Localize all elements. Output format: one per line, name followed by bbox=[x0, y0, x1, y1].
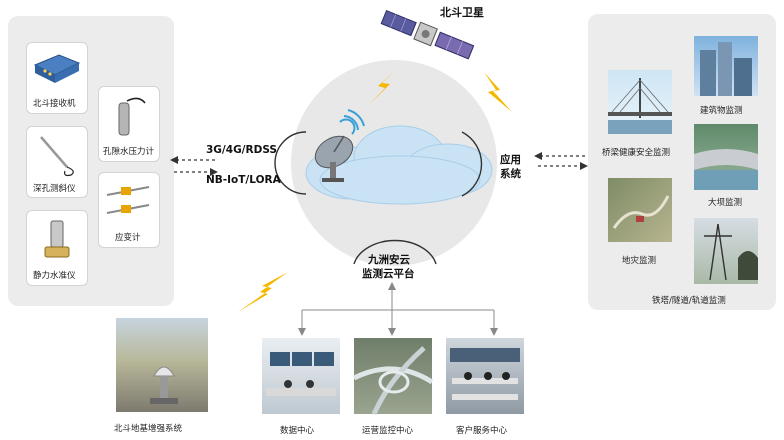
station-label: 北斗地基增强系统 bbox=[114, 424, 183, 434]
monitoring-label: 大坝监测 bbox=[708, 198, 743, 208]
sensor-label: 应变计 bbox=[115, 233, 141, 243]
lightning-icon bbox=[238, 272, 288, 312]
tower-icon bbox=[704, 223, 758, 281]
satellite-icon bbox=[380, 9, 475, 60]
center-label: 客户服务中心 bbox=[456, 426, 508, 436]
sensor-card-strain-gauge: 应变计 bbox=[98, 172, 160, 248]
station-dome-icon bbox=[150, 366, 178, 404]
sensor-card-inclinometer: 深孔测斜仪 bbox=[26, 126, 88, 198]
sensor-label: 深孔测斜仪 bbox=[33, 184, 76, 194]
monitoring-label: 地灾监测 bbox=[622, 256, 657, 266]
bridge-icon bbox=[608, 78, 672, 134]
lightning-icon bbox=[484, 72, 512, 112]
sensor-label: 孔隙水压力计 bbox=[103, 147, 155, 157]
level-gauge-icon bbox=[44, 220, 70, 258]
sensor-card-piezometer: 孔隙水压力计 bbox=[98, 86, 160, 162]
service-center-icon bbox=[450, 348, 520, 400]
center-label: 数据中心 bbox=[280, 426, 315, 436]
data-center-photo bbox=[262, 338, 340, 414]
data-center-icon bbox=[266, 352, 336, 396]
apps-label-top: 应用 bbox=[500, 154, 521, 166]
platform-arc bbox=[353, 239, 437, 265]
landslide-photo bbox=[608, 178, 672, 242]
sensor-label: 静力水准仪 bbox=[33, 271, 76, 281]
monitoring-label: 建筑物监测 bbox=[700, 106, 743, 116]
satellite-label: 北斗卫星 bbox=[440, 6, 484, 19]
center-label: 运营监控中心 bbox=[362, 426, 414, 436]
strain-gauge-icon bbox=[106, 186, 150, 214]
right-bidirectional-arrow bbox=[534, 152, 588, 170]
dish-antenna-icon bbox=[314, 109, 365, 182]
monitoring-label: 铁塔/隧道/轨道监测 bbox=[652, 296, 726, 306]
ops-center-icon bbox=[352, 346, 434, 416]
inclinometer-icon bbox=[40, 136, 74, 177]
platform-label-top: 九洲安云 bbox=[368, 254, 410, 266]
apps-arc bbox=[461, 131, 483, 197]
lightning-icon bbox=[368, 70, 396, 106]
sensor-card-level-gauge: 静力水准仪 bbox=[26, 210, 88, 286]
network-label-top: 3G/4G/RDSS bbox=[206, 144, 277, 156]
sensor-card-receiver: 北斗接收机 bbox=[26, 42, 88, 114]
network-label-bottom: NB-IoT/LORA bbox=[206, 174, 281, 186]
dam-icon bbox=[694, 149, 758, 190]
building-icon bbox=[700, 42, 752, 96]
landslide-icon bbox=[612, 195, 670, 229]
piezometer-icon bbox=[118, 97, 146, 136]
apps-label-bottom: 系统 bbox=[500, 168, 521, 180]
platform-label-bottom: 监测云平台 bbox=[362, 268, 415, 280]
network-arc bbox=[274, 131, 307, 195]
left-bidirectional-arrow bbox=[170, 156, 218, 176]
platform-connector-lines bbox=[298, 282, 498, 336]
sensor-label: 北斗接收机 bbox=[33, 99, 76, 109]
receiver-box-icon bbox=[33, 54, 81, 83]
monitoring-label: 桥梁健康安全监测 bbox=[602, 148, 671, 158]
